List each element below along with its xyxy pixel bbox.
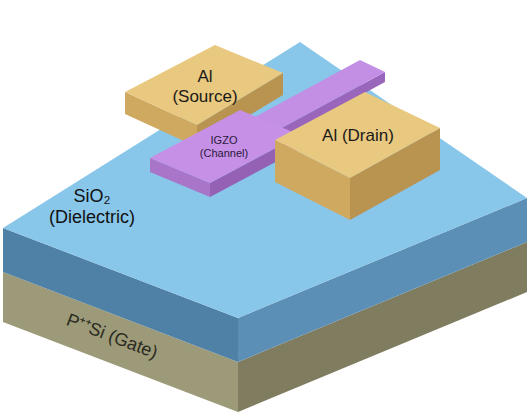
node-label: IGZO (Channel) [195, 134, 253, 159]
node-label: Al (Drain) [321, 126, 395, 146]
source-top-face [125, 45, 283, 125]
channel-layer: IGZO (Channel) [195, 134, 253, 159]
drain-top-face [275, 92, 440, 178]
source-electrode: Al (Source) [166, 67, 244, 106]
dielectric-top-face [3, 42, 527, 318]
dielectric-layer: SiO₂ (Dielectric) [36, 186, 148, 227]
node-label: SiO₂ (Dielectric) [36, 186, 148, 227]
node-label: Al (Source) [166, 67, 244, 106]
drain-electrode: Al (Drain) [321, 126, 395, 146]
